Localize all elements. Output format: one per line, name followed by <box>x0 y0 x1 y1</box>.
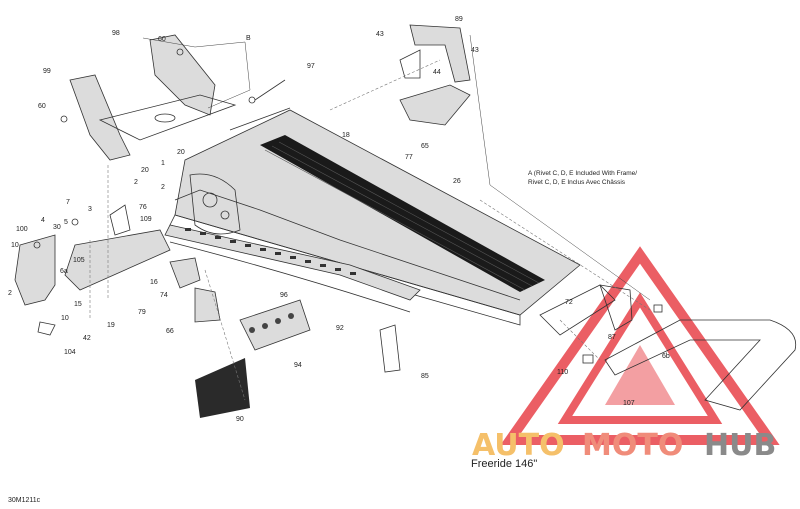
label-98: 98 <box>112 30 120 37</box>
watermark-logo: AUTO MOTO HUB <box>472 428 776 463</box>
label-66: 66 <box>166 328 174 335</box>
label-42: 42 <box>83 335 91 342</box>
label-104: 104 <box>64 349 76 356</box>
perforated-rail <box>164 224 421 313</box>
label-1: 1 <box>161 160 165 167</box>
label-20-b: 20 <box>141 167 149 174</box>
front-bulkhead <box>60 34 251 161</box>
label-85: 85 <box>421 373 429 380</box>
rear-top-brackets <box>248 24 471 126</box>
label-b: B <box>246 35 251 42</box>
label-89: 89 <box>455 16 463 23</box>
lower-components <box>169 257 401 418</box>
label-20: 20 <box>177 149 185 156</box>
label-109: 109 <box>140 216 152 223</box>
label-90: 90 <box>236 416 244 423</box>
label-4: 4 <box>41 217 45 224</box>
label-43: 43 <box>376 31 384 38</box>
model-title: Freeride 146" <box>471 458 537 470</box>
callout-labels: 89 43 43 44 98 60 B 97 99 60 65 18 77 20… <box>8 16 670 423</box>
label-60-b: 60 <box>38 103 46 110</box>
label-43-b: 43 <box>471 47 479 54</box>
label-107: 107 <box>623 400 635 407</box>
label-94: 94 <box>294 362 302 369</box>
label-10: 10 <box>11 242 19 249</box>
label-3: 3 <box>88 206 92 213</box>
label-105: 105 <box>73 257 85 264</box>
rivet-note-line-1: A (Rivet C, D, E Included With Frame/ <box>528 170 637 177</box>
label-19: 19 <box>107 322 115 329</box>
label-6a: 6a <box>60 268 68 275</box>
label-87: 87 <box>608 334 616 341</box>
label-10-b: 10 <box>61 315 69 322</box>
label-65: 65 <box>421 143 429 150</box>
rivet-note-line-2: Rivet C, D, E Inclus Avec Châssis <box>528 179 626 186</box>
watermark-text-auto: AUTO <box>472 428 565 463</box>
label-79: 79 <box>138 309 146 316</box>
label-30: 30 <box>53 224 61 231</box>
label-99: 99 <box>43 68 51 75</box>
label-97: 97 <box>307 63 315 70</box>
label-7: 7 <box>66 199 70 206</box>
tunnel-frame <box>169 107 581 326</box>
label-26: 26 <box>453 178 461 185</box>
reference-lines <box>89 34 651 401</box>
label-92: 92 <box>336 325 344 332</box>
label-15: 15 <box>74 301 82 308</box>
left-front-components <box>14 204 171 336</box>
label-2: 2 <box>134 179 138 186</box>
label-96: 96 <box>280 292 288 299</box>
label-2-b: 2 <box>161 184 165 191</box>
label-60: 60 <box>158 36 166 43</box>
label-77: 77 <box>405 154 413 161</box>
label-74: 74 <box>160 292 168 299</box>
label-110: 110 <box>557 369 568 376</box>
watermark-text-moto: MOTO <box>582 428 683 463</box>
watermark-triangle <box>500 246 780 445</box>
watermark-text-hub: HUB <box>704 428 776 463</box>
label-76: 76 <box>139 204 147 211</box>
label-72: 72 <box>565 299 573 306</box>
label-100: 100 <box>16 226 28 233</box>
label-2-c: 2 <box>8 290 12 297</box>
label-16: 16 <box>150 279 158 286</box>
label-44: 44 <box>433 69 441 76</box>
label-5: 5 <box>64 219 68 226</box>
label-6b: 6b <box>662 353 670 360</box>
rear-bumper <box>539 284 797 411</box>
label-18: 18 <box>342 132 350 139</box>
diagram-code: 30M1211c <box>8 497 41 504</box>
